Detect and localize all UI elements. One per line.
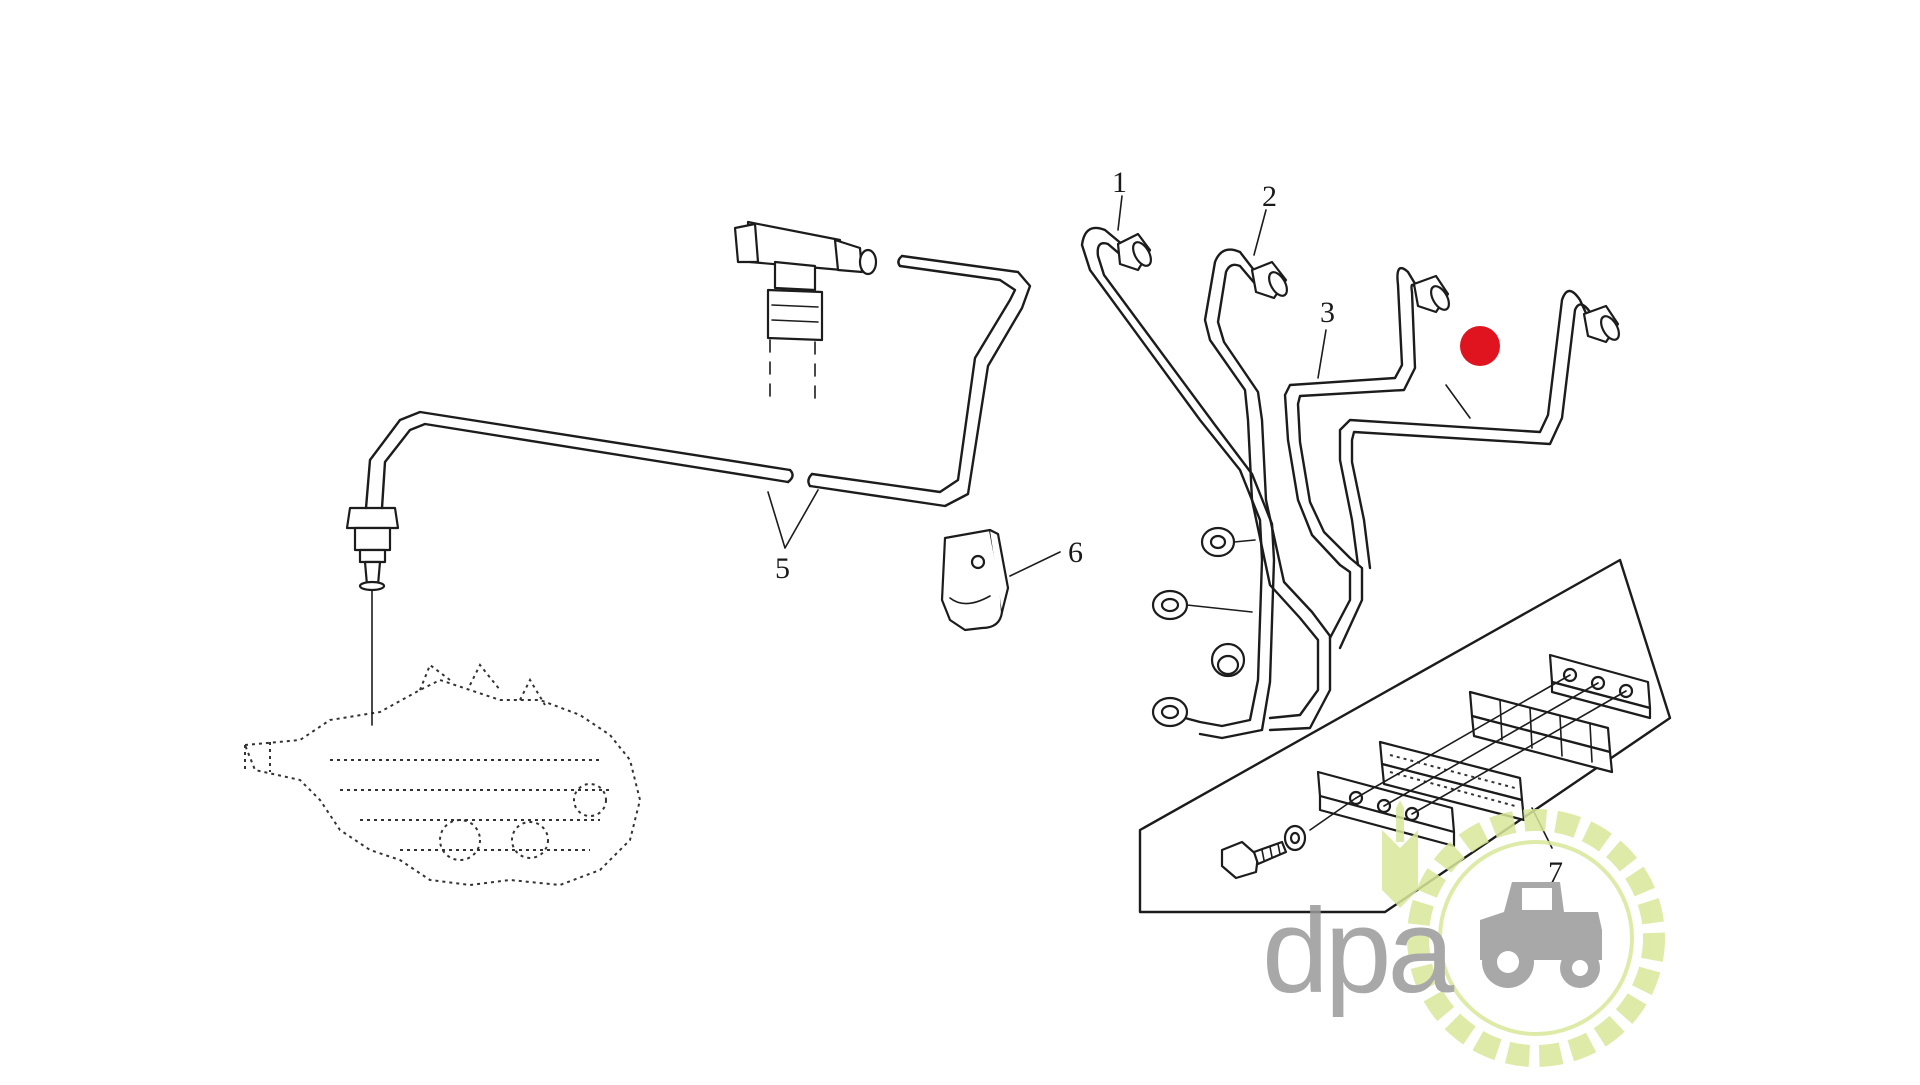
callout-1: 1 <box>1112 166 1127 199</box>
banjo-tee-connector <box>733 220 878 403</box>
dpa-logo-text: dpa <box>1262 884 1454 1018</box>
clamp-kit <box>1138 558 1672 914</box>
pipe-clip <box>940 528 1010 632</box>
callout-3: 3 <box>1320 296 1335 329</box>
callout-5: 5 <box>775 552 790 585</box>
callout-7: 7 <box>1548 856 1563 889</box>
leak-off-pipe <box>364 254 1032 510</box>
callout-6: 6 <box>1068 536 1083 569</box>
highlighted-part-marker <box>1460 326 1500 366</box>
tractor-icon <box>1480 882 1602 988</box>
dpa-watermark: dpa <box>1262 800 1665 1067</box>
delivery-valve-fitting <box>345 506 400 592</box>
injection-pump <box>243 663 642 887</box>
callout-2: 2 <box>1262 180 1277 213</box>
gear-logo <box>1407 809 1665 1067</box>
callout-labels: 1 2 3 5 6 7 <box>775 166 1563 889</box>
wheat-logo <box>1382 800 1418 908</box>
injector-pipes <box>1080 226 1620 740</box>
